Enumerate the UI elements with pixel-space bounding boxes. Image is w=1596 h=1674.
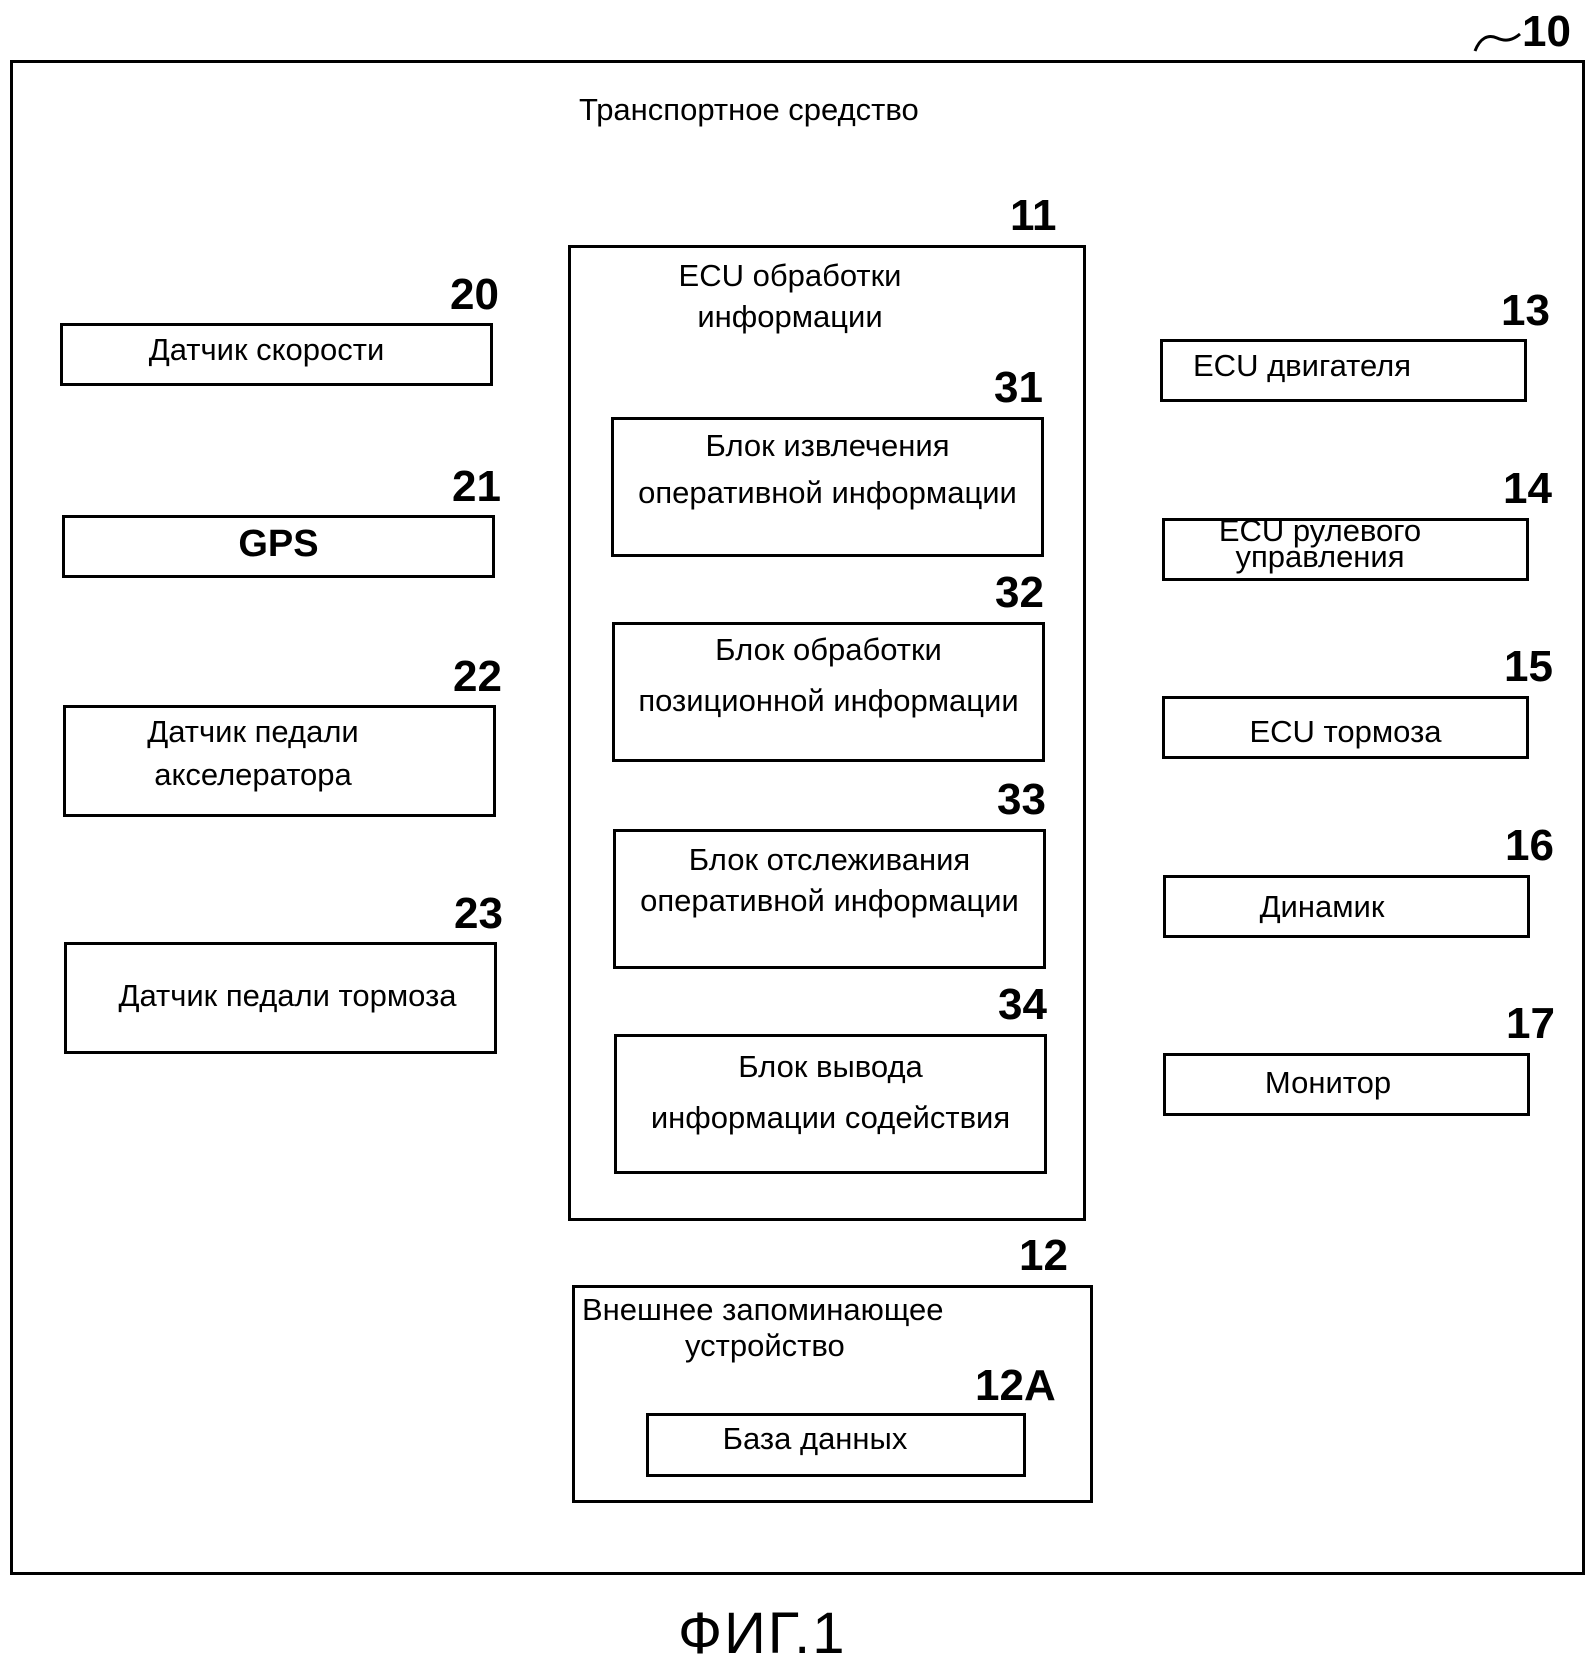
ref-33: 33 <box>997 775 1046 824</box>
vehicle-title: Транспортное средство <box>579 92 919 127</box>
unit-extraction <box>611 417 1044 557</box>
ref-22: 22 <box>453 652 502 701</box>
ref-31: 31 <box>994 363 1043 412</box>
ref-14: 14 <box>1503 464 1552 513</box>
unit-tracking-line1: Блок отслеживания <box>688 842 971 877</box>
output-engine-ecu-label: ECU двигателя <box>1193 348 1412 383</box>
output-monitor <box>1163 1053 1530 1116</box>
sensor-accelerator-line1: Датчик педали <box>147 714 359 749</box>
sensor-speed-label: Датчик скорости <box>148 332 385 367</box>
ref-17: 17 <box>1506 999 1555 1048</box>
output-steering-ecu-line1: ECU рулевого <box>1218 513 1422 548</box>
ref-34: 34 <box>998 980 1047 1029</box>
output-speaker <box>1163 875 1530 938</box>
ref-32: 32 <box>995 568 1044 617</box>
sensor-brake-pedal <box>64 942 497 1054</box>
external-storage-label: Внешнее запоминающее устройство <box>582 1292 1022 1364</box>
unit-extraction-line2: оперативной информации <box>638 474 1017 510</box>
external-storage-line1: Внешнее запоминающее <box>582 1292 944 1327</box>
figure-caption: ФИГ.1 <box>678 1601 847 1666</box>
sensor-accelerator-label: Датчик педали акселератора <box>63 714 443 793</box>
unit-tracking <box>613 829 1046 969</box>
ref-13: 13 <box>1501 286 1550 335</box>
sensor-accelerator-line2: акселератора <box>154 756 352 792</box>
database <box>646 1413 1026 1477</box>
unit-position <box>612 622 1045 762</box>
ecu-processing-title: ECU обработки информации <box>620 258 960 335</box>
unit-extraction-label: Блок извлечения оперативной информации <box>611 428 1044 511</box>
ref-12: 12 <box>1019 1231 1068 1280</box>
unit-extraction-line1: Блок извлечения <box>705 428 950 463</box>
output-monitor-label: Монитор <box>1264 1065 1392 1100</box>
ref-20: 20 <box>450 270 499 319</box>
unit-position-label: Блок обработки позиционной информации <box>612 632 1045 719</box>
sensor-accelerator <box>63 705 496 817</box>
output-steering-ecu <box>1162 518 1529 581</box>
ref-12a: 12A <box>975 1361 1056 1410</box>
sensor-brake-pedal-label: Датчик педали тормоза <box>118 978 457 1013</box>
ecu-processing-title-line1: ECU обработки <box>678 258 902 293</box>
output-brake-ecu <box>1162 696 1529 759</box>
output-steering-ecu-label: ECU рулевого управления <box>1162 513 1478 574</box>
ref-23: 23 <box>454 889 503 938</box>
leader-10 <box>1473 32 1521 52</box>
ref-11: 11 <box>1010 191 1057 240</box>
output-steering-ecu-line2: управления <box>1235 539 1405 574</box>
ref-15: 15 <box>1504 642 1553 691</box>
unit-assist-output-label: Блок вывода информации содействия <box>614 1049 1047 1136</box>
sensor-gps <box>62 515 495 578</box>
external-storage-line2: устройство <box>685 1328 845 1363</box>
output-brake-ecu-label: ECU тормоза <box>1249 714 1442 749</box>
ref-10: 10 <box>1522 7 1571 56</box>
ecu-processing-title-line2: информации <box>697 298 883 334</box>
output-speaker-label: Динамик <box>1259 889 1385 924</box>
sensor-speed <box>60 323 493 386</box>
unit-assist-output-line1: Блок вывода <box>738 1049 923 1084</box>
unit-position-line1: Блок обработки <box>715 632 942 667</box>
ref-21: 21 <box>452 462 501 511</box>
output-engine-ecu <box>1160 339 1527 402</box>
unit-assist-output-line2: информации содействия <box>650 1099 1011 1135</box>
sensor-gps-label: GPS <box>238 523 319 565</box>
unit-tracking-label: Блок отслеживания оперативной информации <box>613 842 1046 919</box>
ref-16: 16 <box>1505 821 1554 870</box>
unit-assist-output <box>614 1034 1047 1174</box>
unit-position-line2: позиционной информации <box>638 682 1019 718</box>
database-label: База данных <box>722 1421 908 1456</box>
unit-tracking-line2: оперативной информации <box>640 882 1019 918</box>
